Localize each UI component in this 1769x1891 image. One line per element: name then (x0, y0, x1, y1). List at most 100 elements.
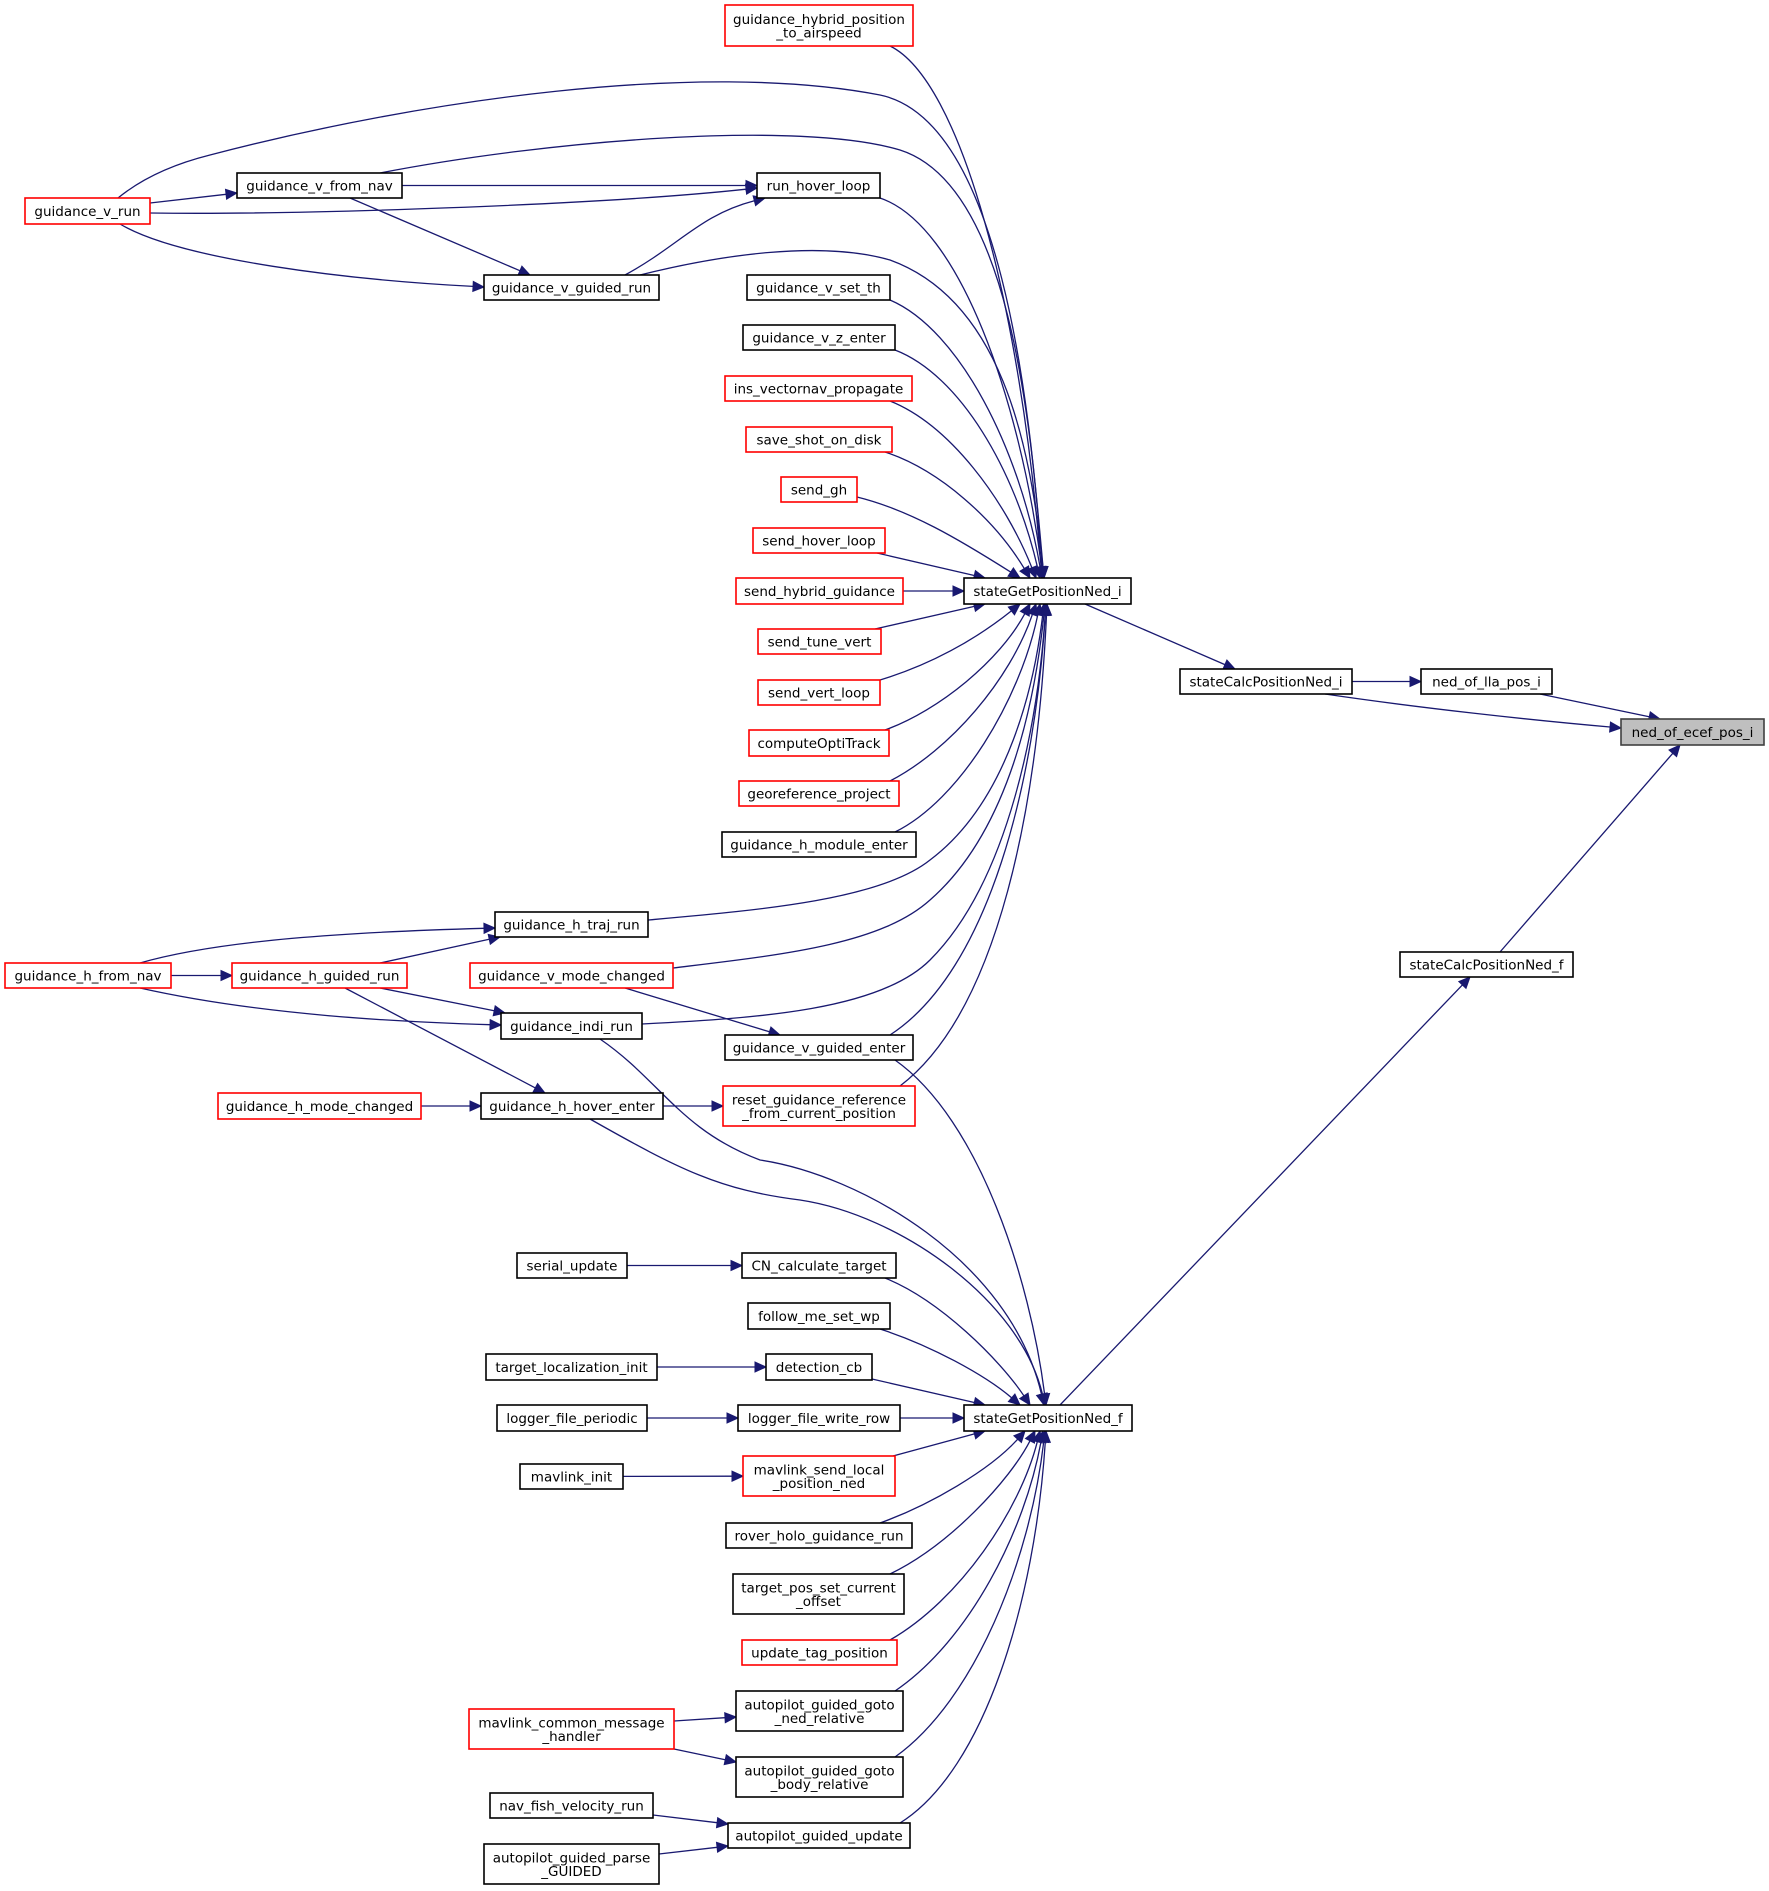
node-box[interactable] (496, 1404, 648, 1432)
node-guidance_v_guided_enter[interactable]: guidance_v_guided_enter (724, 1034, 914, 1061)
node-guidance_hybrid_position_to_airspeed[interactable]: guidance_hybrid_position_to_airspeed (724, 4, 914, 47)
node-box[interactable] (780, 476, 858, 503)
node-guidance_v_guided_run[interactable]: guidance_v_guided_run (483, 274, 660, 301)
node-box[interactable] (519, 1463, 624, 1490)
node-box[interactable] (756, 172, 881, 199)
node-guidance_v_from_nav[interactable]: guidance_v_from_nav (236, 172, 403, 199)
node-follow_me_set_wp[interactable]: follow_me_set_wp (747, 1302, 891, 1330)
node-box[interactable] (748, 729, 890, 757)
node-box[interactable] (489, 1792, 654, 1819)
node-box[interactable] (737, 1404, 901, 1432)
node-stateGetPositionNed_f[interactable]: stateGetPositionNed_f (963, 1404, 1133, 1432)
node-CN_calculate_target[interactable]: CN_calculate_target (741, 1252, 897, 1279)
node-detection_cb[interactable]: detection_cb (765, 1353, 873, 1381)
node-box[interactable] (765, 1353, 873, 1381)
node-guidance_h_traj_run[interactable]: guidance_h_traj_run (494, 911, 649, 938)
node-box[interactable] (485, 1353, 658, 1381)
node-rover_holo_guidance_run[interactable]: rover_holo_guidance_run (725, 1522, 913, 1549)
node-box[interactable] (963, 1404, 1133, 1432)
node-send_vert_loop[interactable]: send_vert_loop (757, 679, 881, 706)
node-serial_update[interactable]: serial_update (516, 1252, 628, 1279)
node-guidance_h_from_nav[interactable]: guidance_h_from_nav (4, 962, 172, 989)
node-box[interactable] (236, 172, 403, 199)
node-box[interactable] (1179, 668, 1353, 695)
node-stateCalcPositionNed_f[interactable]: stateCalcPositionNed_f (1399, 951, 1574, 978)
node-nav_fish_velocity_run[interactable]: nav_fish_velocity_run (489, 1792, 654, 1819)
node-box[interactable] (516, 1252, 628, 1279)
node-box[interactable] (721, 831, 917, 858)
node-target_pos_set_current_offset[interactable]: target_pos_set_current_offset (732, 1573, 905, 1615)
node-box[interactable] (742, 1455, 896, 1497)
node-box[interactable] (24, 197, 151, 225)
node-box[interactable] (494, 911, 649, 938)
node-box[interactable] (741, 1252, 897, 1279)
node-box[interactable] (735, 1690, 904, 1732)
node-box[interactable] (469, 962, 674, 989)
node-box[interactable] (746, 274, 891, 301)
node-box[interactable] (752, 527, 886, 554)
node-guidance_v_set_th[interactable]: guidance_v_set_th (746, 274, 891, 301)
node-box[interactable] (963, 577, 1132, 605)
node-box[interactable] (468, 1708, 675, 1750)
node-box[interactable] (724, 375, 913, 402)
node-box[interactable] (480, 1092, 664, 1120)
node-box[interactable] (738, 780, 900, 807)
node-mavlink_send_local_position_ned[interactable]: mavlink_send_local_position_ned (742, 1455, 896, 1497)
node-box[interactable] (722, 1085, 916, 1127)
node-box[interactable] (724, 1034, 914, 1061)
node-box[interactable] (757, 628, 882, 655)
node-save_shot_on_disk[interactable]: save_shot_on_disk (745, 426, 893, 453)
node-logger_file_periodic[interactable]: logger_file_periodic (496, 1404, 648, 1432)
node-autopilot_guided_goto_ned_relative[interactable]: autopilot_guided_goto_ned_relative (735, 1690, 904, 1732)
node-send_hover_loop[interactable]: send_hover_loop (752, 527, 886, 554)
node-autopilot_guided_goto_body_relative[interactable]: autopilot_guided_goto_body_relative (735, 1756, 904, 1798)
node-logger_file_write_row[interactable]: logger_file_write_row (737, 1404, 901, 1432)
node-box[interactable] (757, 679, 881, 706)
node-target_localization_init[interactable]: target_localization_init (485, 1353, 658, 1381)
node-ins_vectornav_propagate[interactable]: ins_vectornav_propagate (724, 375, 913, 402)
node-stateCalcPositionNed_i[interactable]: stateCalcPositionNed_i (1179, 668, 1353, 695)
node-send_gh[interactable]: send_gh (780, 476, 858, 503)
node-guidance_v_mode_changed[interactable]: guidance_v_mode_changed (469, 962, 674, 989)
node-box[interactable] (747, 1302, 891, 1330)
node-guidance_h_mode_changed[interactable]: guidance_h_mode_changed (217, 1092, 422, 1120)
node-box[interactable] (727, 1822, 911, 1849)
node-guidance_h_hover_enter[interactable]: guidance_h_hover_enter (480, 1092, 664, 1120)
node-guidance_indi_run[interactable]: guidance_indi_run (500, 1012, 643, 1040)
node-box[interactable] (1399, 951, 1574, 978)
node-mavlink_common_message_handler[interactable]: mavlink_common_message_handler (468, 1708, 675, 1750)
node-reset_guidance_reference_from_current_position[interactable]: reset_guidance_reference_from_current_po… (722, 1085, 916, 1127)
node-box[interactable] (231, 962, 408, 989)
node-box[interactable] (724, 4, 914, 47)
node-guidance_v_run[interactable]: guidance_v_run (24, 197, 151, 225)
node-box[interactable] (1420, 668, 1553, 695)
node-box[interactable] (742, 324, 896, 351)
node-run_hover_loop[interactable]: run_hover_loop (756, 172, 881, 199)
node-box[interactable] (483, 1843, 660, 1885)
node-ned_of_ecef_pos_i[interactable]: ned_of_ecef_pos_i (1620, 718, 1765, 746)
node-box[interactable] (725, 1522, 913, 1549)
node-box[interactable] (483, 274, 660, 301)
node-guidance_h_module_enter[interactable]: guidance_h_module_enter (721, 831, 917, 858)
node-mavlink_init[interactable]: mavlink_init (519, 1463, 624, 1490)
node-box[interactable] (217, 1092, 422, 1120)
node-box[interactable] (745, 426, 893, 453)
node-autopilot_guided_update[interactable]: autopilot_guided_update (727, 1822, 911, 1849)
node-guidance_h_guided_run[interactable]: guidance_h_guided_run (231, 962, 408, 989)
node-box[interactable] (1620, 718, 1765, 746)
node-georeference_project[interactable]: georeference_project (738, 780, 900, 807)
node-box[interactable] (735, 577, 904, 605)
node-stateGetPositionNed_i[interactable]: stateGetPositionNed_i (963, 577, 1132, 605)
node-box[interactable] (741, 1639, 898, 1666)
node-ned_of_lla_pos_i[interactable]: ned_of_lla_pos_i (1420, 668, 1553, 695)
node-guidance_v_z_enter[interactable]: guidance_v_z_enter (742, 324, 896, 351)
node-send_tune_vert[interactable]: send_tune_vert (757, 628, 882, 655)
node-box[interactable] (500, 1012, 643, 1040)
node-box[interactable] (732, 1573, 905, 1615)
node-send_hybrid_guidance[interactable]: send_hybrid_guidance (735, 577, 904, 605)
node-computeOptiTrack[interactable]: computeOptiTrack (748, 729, 890, 757)
node-update_tag_position[interactable]: update_tag_position (741, 1639, 898, 1666)
node-box[interactable] (4, 962, 172, 989)
node-autopilot_guided_parse_GUIDED[interactable]: autopilot_guided_parse_GUIDED (483, 1843, 660, 1885)
node-box[interactable] (735, 1756, 904, 1798)
